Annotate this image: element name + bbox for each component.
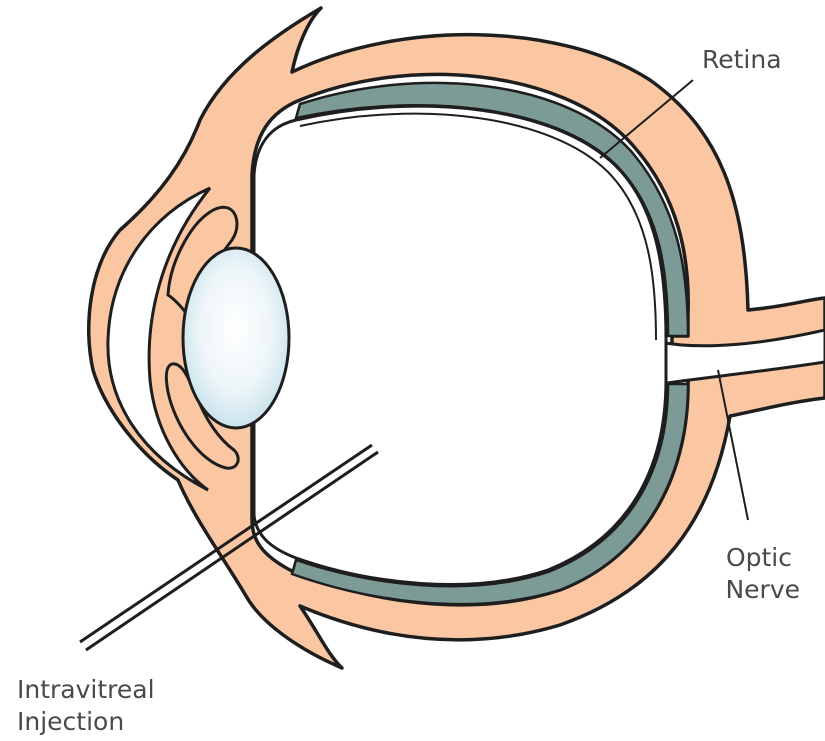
vitreous-body [254,106,666,584]
lens [183,248,289,428]
injection-label-line1: Intravitreal [17,674,155,705]
injection-label-line2: Injection [17,706,124,737]
optic-nerve-label-line2: Nerve [725,574,800,605]
retina-label: Retina [702,44,782,75]
optic-nerve-label-line1: Optic [726,542,792,573]
